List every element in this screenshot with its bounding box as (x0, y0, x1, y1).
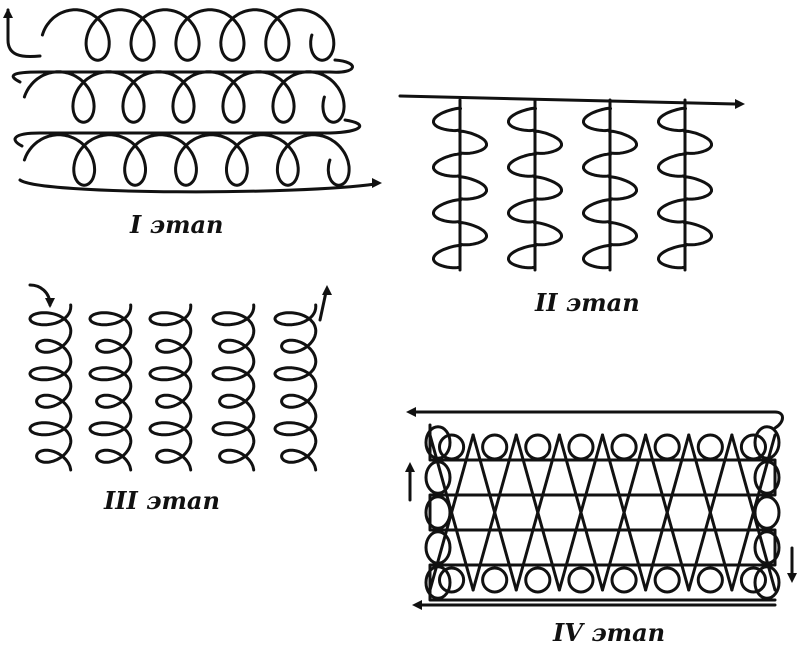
stage-1-pattern (3, 8, 382, 194)
stage-4-bottom-loop-7 (696, 566, 724, 594)
stage-2-label: II этап (535, 288, 640, 317)
stage-3-end-arrowhead (322, 285, 332, 295)
stage-4-diagonal-b-8 (730, 433, 777, 592)
stage-3-column-4 (211, 303, 256, 472)
stage-3-column-5 (273, 303, 318, 472)
stage-4-top-arrowhead (406, 407, 416, 417)
stage-3-start-arrowhead (45, 298, 55, 308)
stage-3-column-1 (28, 303, 73, 472)
stage-4-bottom-arrowhead (412, 600, 422, 610)
stage-4-diagonal-b-6 (644, 433, 691, 592)
stage-4-left-arrowhead (405, 462, 415, 472)
stage-4-diagonal-b-3 (514, 433, 561, 592)
stage-4-diagonal-b-5 (601, 433, 648, 592)
stage-1-loop-row-3 (22, 133, 351, 187)
stage-2-column-2 (507, 106, 563, 270)
stage-4-top-loop-5 (610, 433, 638, 461)
stage-1-connector-2 (13, 118, 362, 148)
stage-2-column-4 (657, 106, 713, 270)
stage-4-top-loop-8 (739, 433, 768, 461)
stage-1-end-arrowhead (372, 178, 382, 188)
stage-1-end-stroke (18, 178, 377, 194)
stage-4-pattern (405, 407, 797, 610)
stage-4-top-stroke (413, 410, 784, 430)
stage-4-top-loop-4 (567, 433, 595, 461)
stage-3-column-2 (88, 303, 133, 472)
stage-2-top-arrowhead (735, 99, 745, 109)
stage-4-diagonal-b-7 (687, 433, 734, 592)
stage-3-end-stroke (318, 290, 328, 322)
stage-4-bottom-loop-4 (567, 566, 595, 594)
stage-4-row-serpentine (428, 423, 777, 602)
stage-3-label: III этап (104, 486, 220, 515)
stage-4-bottom-loop-2 (481, 566, 509, 594)
stage-1-connector-1 (11, 58, 354, 84)
stage-2-top-stroke (398, 94, 737, 106)
stage-3-column-3 (148, 303, 193, 472)
stage-3-pattern (28, 283, 332, 472)
stage-4-left-loop-3 (424, 495, 452, 530)
stage-4-top-loop-3 (524, 433, 552, 461)
stage-4-top-loop-6 (653, 433, 681, 461)
stage-4-diagonal-b-4 (557, 433, 604, 592)
stage-4-top-loop-1 (437, 433, 466, 461)
stage-4-bottom-loop-6 (653, 566, 681, 594)
stage-4-bottom-loop-3 (524, 566, 552, 594)
stage-4-bottom-loop-5 (610, 566, 638, 594)
stage-4-label: IV этап (553, 618, 666, 647)
stage-4-top-loop-7 (696, 433, 724, 461)
stage-4-bottom-loop-1 (437, 566, 466, 594)
stage-2-column-3 (582, 106, 638, 270)
stage-2-column-1 (432, 106, 488, 270)
stage-1-label: I этап (130, 210, 224, 239)
stage-4-diagonal-b-2 (471, 433, 518, 592)
stage-4-diagonal-b-1 (428, 433, 475, 592)
stage-1-loop-row-1 (40, 8, 336, 62)
stage-4-bottom-loop-8 (739, 566, 768, 594)
stage-4-right-loop-3 (753, 495, 781, 530)
stage-4-right-loop-5 (753, 565, 781, 600)
stage-4-right-loop-1 (753, 425, 781, 460)
stage-4-top-loop-2 (481, 433, 509, 461)
stage-1-start-stroke (6, 8, 42, 59)
stage-1-start-arrowhead (3, 8, 13, 18)
stage-4-right-arrowhead (787, 573, 797, 583)
stage-1-loop-row-2 (22, 70, 346, 124)
stage-2-pattern (398, 94, 745, 272)
